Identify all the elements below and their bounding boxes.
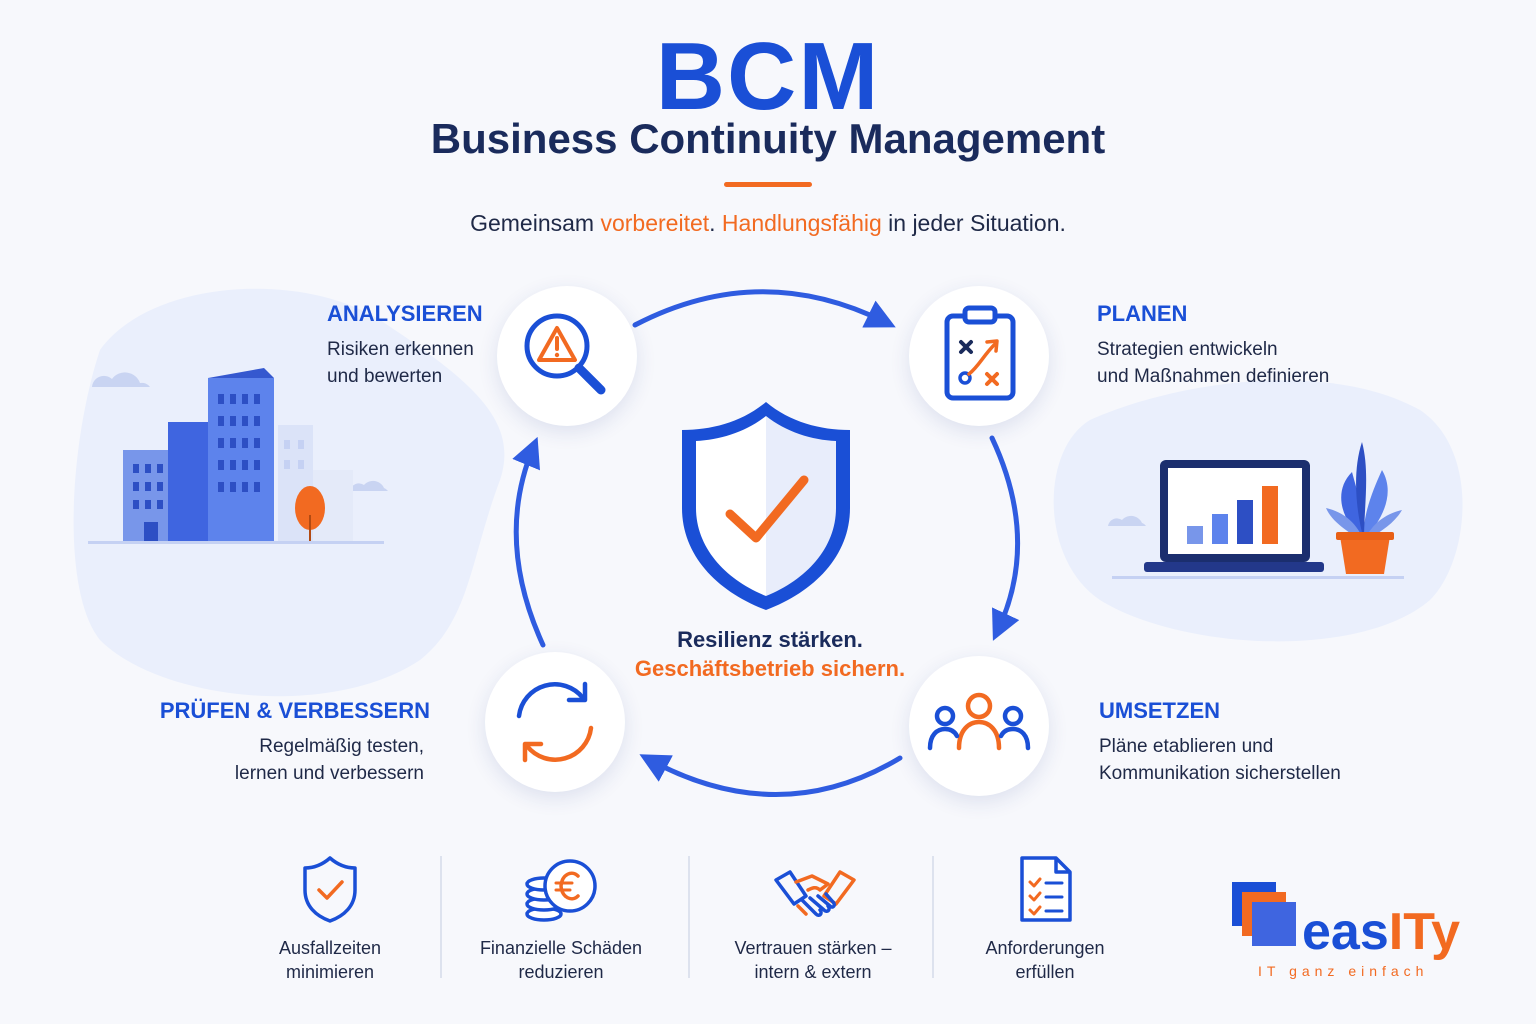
step-node-analyze [497,286,637,426]
step-node-review [485,652,625,792]
step-description: Risiken erkennen [327,339,474,360]
strategy-clipboard-icon [944,305,1016,401]
step-description: Regelmäßig testen, [259,736,424,757]
arrow-plan-to-implement [989,435,1021,641]
tagline: Gemeinsam vorbereitet. Handlungsfähig in… [0,208,1536,238]
benefit-text: Vertrauen stärken – [734,938,892,958]
step-label-analyze: ANALYSIEREN Risiken erkennen und bewerte… [327,300,483,390]
risk-search-icon [524,313,606,395]
benefit-text: minimieren [285,962,375,982]
logo-text-accent: ITy [1388,903,1461,961]
tagline-accent-prepared: vorbereitet [600,210,710,236]
benefit-downtime: Ausfallzeiten minimieren [220,936,440,984]
benefit-requirements: Anforderungen erfüllen [935,936,1155,984]
step-heading: PRÜFEN & VERBESSERN [159,698,430,723]
step-description: Strategien entwickeln [1097,339,1278,360]
tagline-text: . [709,210,722,236]
step-description: Kommunikation sicherstellen [1099,763,1341,784]
arrow-analyze-to-plan [632,289,896,328]
logo-wordmark: easITy [1302,902,1460,962]
center-claim-business: Geschäftsbetrieb sichern. [634,656,906,681]
center-claim-resilience: Resilienz stärken. [677,627,863,652]
tagline-text: Gemeinsam [470,210,601,236]
logo-text: eas [1302,903,1389,961]
tagline-accent-capable: Handlungsfähig [721,210,882,236]
team-icon [927,692,1031,751]
page-subtitle: Business Continuity Management [430,115,1106,162]
step-description: und Maßnahmen definieren [1097,366,1330,387]
step-heading: UMSETZEN [1099,698,1220,723]
step-label-review: PRÜFEN & VERBESSERN Regelmäßig testen, l… [130,697,430,787]
laptop-chart-illustration [1112,442,1404,579]
benefit-divider [932,856,934,978]
office-buildings-illustration [88,368,384,544]
benefit-trust: Vertrauen stärken – intern & extern [703,936,923,984]
step-heading: ANALYSIEREN [327,301,483,326]
easity-logo-mark [1232,882,1296,946]
handshake-icon [774,870,856,917]
tagline-text: in jeder Situation. [881,210,1066,236]
shield-check-central-icon [682,402,850,610]
step-node-plan [909,286,1049,426]
step-description: und bewerten [327,366,443,387]
shield-check-icon [303,856,357,923]
arrow-implement-to-review [639,754,903,797]
title-underline [724,182,812,187]
step-label-implement: UMSETZEN Pläne etablieren und Kommunikat… [1099,697,1341,787]
euro-coins-icon [525,859,597,922]
benefit-text: intern & extern [754,962,872,982]
step-heading: PLANEN [1097,301,1188,326]
benefit-text: erfüllen [1015,962,1075,982]
benefit-text: Ausfallzeiten [278,938,382,958]
benefit-divider [440,856,442,978]
arrow-review-to-analyze [512,436,546,648]
benefit-divider [688,856,690,978]
benefit-text: Anforderungen [985,938,1105,958]
benefit-text: Finanzielle Schäden [479,938,643,958]
benefit-financial: Finanzielle Schäden reduzieren [451,936,671,984]
refresh-cycle-icon [516,681,594,763]
step-label-plan: PLANEN Strategien entwickeln und Maßnahm… [1097,300,1329,390]
logo-tagline: IT ganz einfach [1258,963,1429,979]
step-description: Pläne etablieren und [1099,736,1274,757]
step-node-implement [909,656,1049,796]
step-description: lernen und verbessern [234,763,424,784]
page-title: BCM [655,23,881,130]
benefit-text: reduzieren [518,962,604,982]
checklist-document-icon [1020,856,1072,922]
